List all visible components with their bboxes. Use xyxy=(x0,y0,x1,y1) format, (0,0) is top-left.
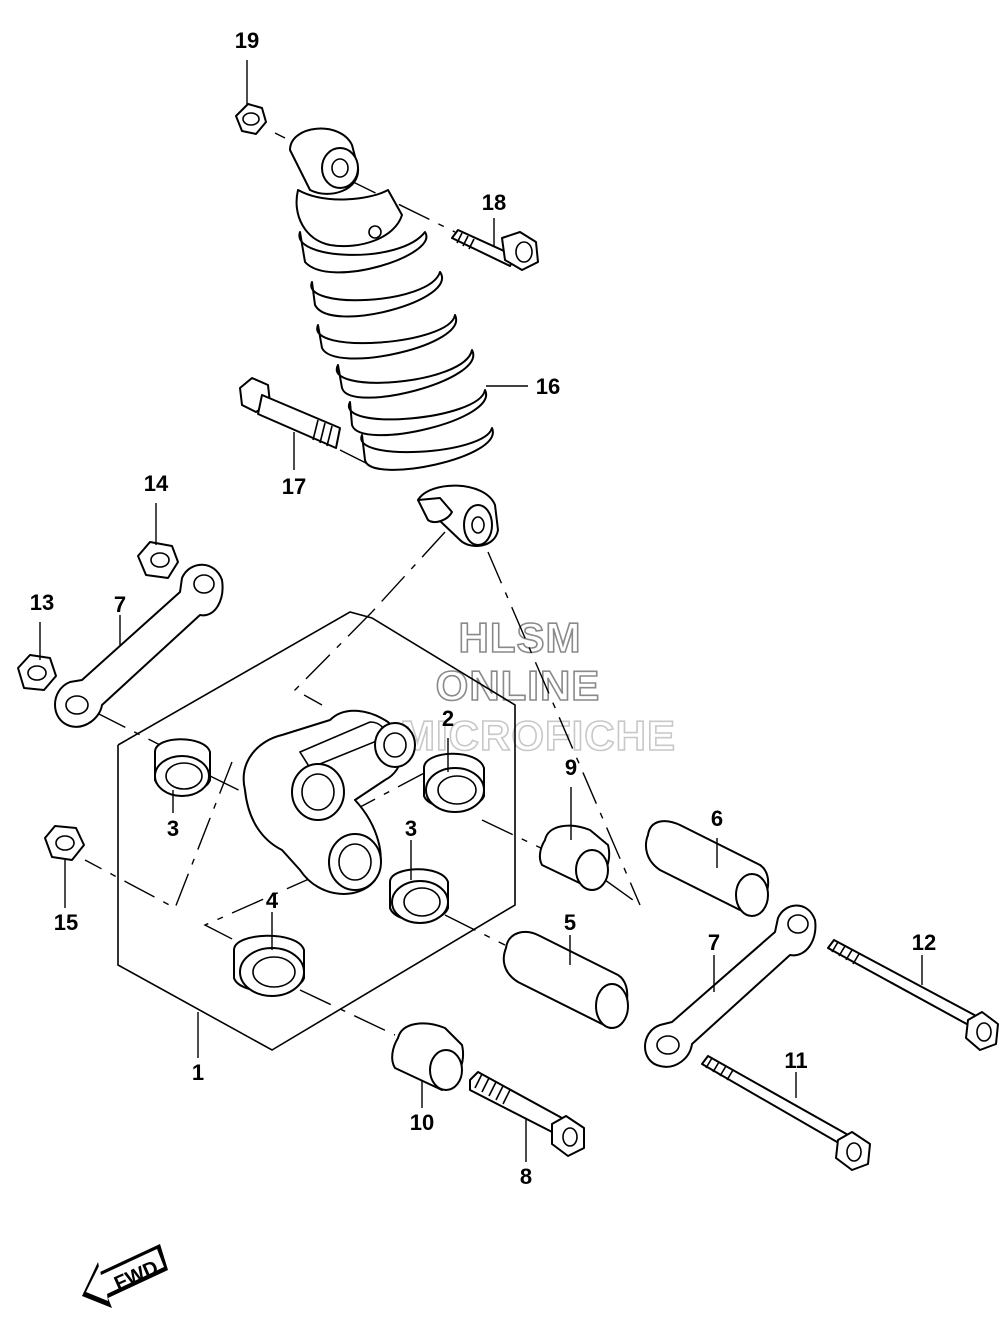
callout-8: 8 xyxy=(520,1164,532,1189)
callout-2: 2 xyxy=(442,706,454,731)
part-17-bolt xyxy=(239,377,341,449)
callout-4: 4 xyxy=(266,888,279,913)
part-14-nut xyxy=(137,541,179,579)
part-15-nut xyxy=(44,825,85,861)
part-18-bolt xyxy=(451,229,539,271)
callout-5: 5 xyxy=(564,910,576,935)
watermark-line-1: HLSM xyxy=(459,614,582,661)
callout-10: 10 xyxy=(410,1110,434,1135)
part-2-bearing xyxy=(423,752,485,813)
part-1-cushion-lever xyxy=(242,709,416,895)
part-3-bearing-lower xyxy=(389,868,449,924)
part-13-nut xyxy=(17,654,57,691)
callout-13: 13 xyxy=(30,590,54,615)
watermark-line-3: MICROFICHE xyxy=(400,712,676,759)
callout-17: 17 xyxy=(282,474,306,499)
part-11-bolt xyxy=(701,1055,871,1171)
watermark: HLSM ONLINE MICROFICHE xyxy=(399,613,676,760)
callout-3-upper: 3 xyxy=(167,816,179,841)
part-16-rear-shock xyxy=(289,127,499,547)
part-3-bearing-upper xyxy=(154,738,211,797)
callout-12: 12 xyxy=(912,930,936,955)
part-6-spacer xyxy=(645,820,770,917)
fwd-arrow-icon: FWD xyxy=(82,1244,168,1308)
part-7-left-cushion-rod xyxy=(54,563,224,728)
callout-9: 9 xyxy=(565,755,577,780)
part-9-spacer xyxy=(538,824,610,891)
assembly-outline xyxy=(117,611,516,1051)
watermark-line-2: ONLINE xyxy=(436,662,601,709)
part-5-spacer xyxy=(502,931,629,1029)
part-4-bearing xyxy=(233,934,305,997)
callout-18: 18 xyxy=(482,190,506,215)
part-7-right-cushion-rod xyxy=(644,904,817,1068)
part-10-spacer xyxy=(391,1022,464,1091)
leader-lines xyxy=(39,60,923,1162)
part-12-bolt xyxy=(827,939,999,1051)
callout-16: 16 xyxy=(536,374,560,399)
callout-7-left: 7 xyxy=(114,592,126,617)
callout-6: 6 xyxy=(711,806,723,831)
callout-11: 11 xyxy=(784,1048,807,1073)
part-8-bolt xyxy=(469,1071,585,1157)
callout-1: 1 xyxy=(192,1060,204,1085)
callout-3-lower: 3 xyxy=(405,816,417,841)
callout-14: 14 xyxy=(144,471,169,496)
callout-7-right: 7 xyxy=(708,930,720,955)
callout-numbers: 19 18 16 17 14 13 7 2 3 3 9 6 15 4 5 7 1… xyxy=(30,28,936,1189)
part-19-nut xyxy=(235,103,267,135)
callout-15: 15 xyxy=(54,910,78,935)
callout-19: 19 xyxy=(235,28,259,53)
